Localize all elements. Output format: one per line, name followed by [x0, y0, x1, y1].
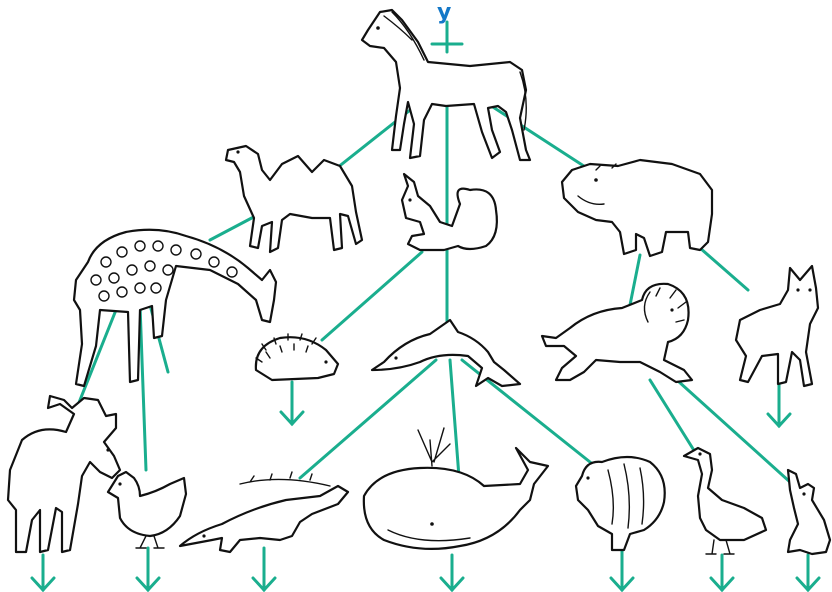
link-giraffe-hen	[140, 305, 146, 470]
squirrel-icon	[402, 174, 497, 250]
start-label: у	[437, 2, 451, 24]
link-squirrel-hedgehog	[322, 252, 422, 340]
hippo-icon	[562, 160, 712, 256]
hen-icon	[108, 472, 186, 548]
dolphin-icon	[372, 320, 520, 386]
crocodile-icon	[180, 472, 348, 552]
wolf-icon	[736, 266, 818, 386]
hedgehog-icon	[256, 334, 338, 380]
moose-icon	[8, 396, 120, 552]
link-lion-goose	[650, 380, 700, 460]
camel-icon	[226, 146, 362, 252]
link-lion-hare	[668, 372, 790, 482]
hare-icon	[788, 470, 830, 554]
turkey-icon	[576, 457, 665, 550]
giraffe-icon	[74, 230, 276, 386]
goose-icon	[684, 448, 766, 554]
link-hippo-wolf	[700, 248, 748, 290]
lion-icon	[542, 284, 692, 382]
